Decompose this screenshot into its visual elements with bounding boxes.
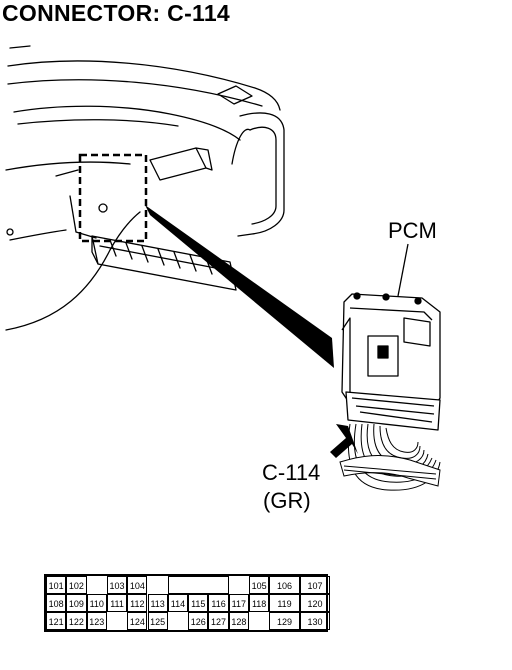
pin-130: 130 [299,612,331,630]
dashboard-outline [7,60,281,111]
pointer-wedge [145,205,334,368]
pin-123: 123 [86,612,107,630]
location-illustration [5,45,441,491]
harness-bundle [339,455,441,487]
pin-102: 102 [66,576,87,594]
pin-109: 109 [66,594,87,612]
pcm-label: PCM [388,218,437,243]
pin-128: 128 [228,612,249,630]
connector-arrow [330,424,358,458]
pin-124: 124 [127,612,148,630]
page-title: CONNECTOR: C-114 [2,0,231,26]
pcm-module [341,292,441,431]
pin-105: 105 [249,576,270,594]
pin-126: 126 [188,612,209,630]
pin-113: 113 [147,594,168,612]
pin-101: 101 [46,576,67,594]
pin-125: 125 [147,612,168,630]
pin-110: 110 [86,594,107,612]
connector-label: C-114 [262,460,321,485]
pin-127: 127 [208,612,229,630]
pin-118: 118 [249,594,270,612]
pin-106: 106 [269,576,300,594]
pin-103: 103 [106,576,128,594]
pin-117: 117 [228,594,249,612]
connector-key-cavity [167,576,229,594]
connector-color-label: (GR) [263,488,311,513]
pin-112: 112 [127,594,148,612]
pin-111: 111 [106,594,128,612]
pin-104: 104 [127,576,148,594]
pin-107: 107 [299,576,331,594]
pin-108: 108 [46,594,67,612]
pin-114: 114 [167,594,189,612]
pin-119: 119 [269,594,300,612]
pin-116: 116 [208,594,229,612]
pin-121: 121 [46,612,67,630]
pin-122: 122 [66,612,87,630]
pin-120: 120 [299,594,331,612]
pin-115: 115 [188,594,209,612]
pin-129: 129 [269,612,300,630]
highlight-box [78,153,148,243]
